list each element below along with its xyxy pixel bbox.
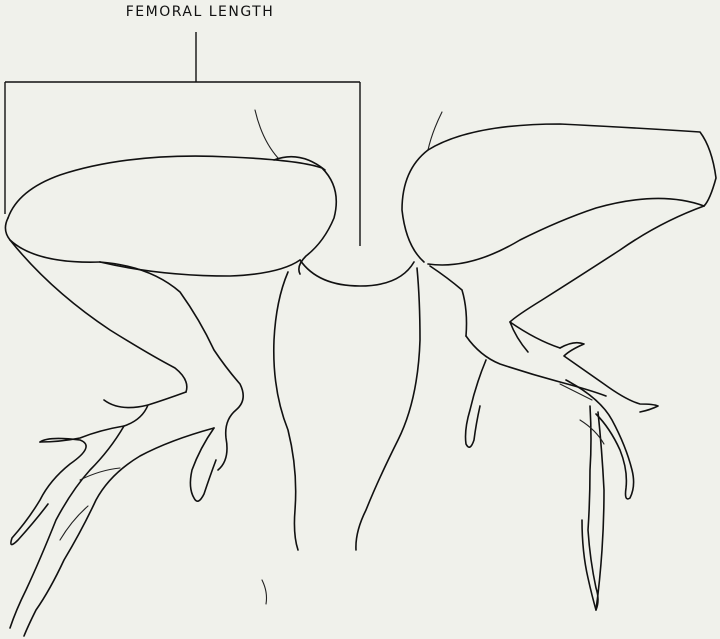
right-toe-4 xyxy=(466,360,487,447)
body-right-edge xyxy=(356,268,420,550)
femoral-length-bracket xyxy=(5,32,360,246)
right-shank-inner xyxy=(510,322,560,352)
left-toe-3 xyxy=(24,428,214,636)
left-foot-main xyxy=(40,392,186,442)
right-thigh-bottom xyxy=(428,198,704,265)
right-toe-1 xyxy=(566,380,634,499)
left-thigh-bottom xyxy=(100,260,300,276)
right-hindlimb xyxy=(402,124,716,610)
left-toe-4 xyxy=(190,428,216,501)
body-outline xyxy=(255,110,442,604)
back-line-left xyxy=(255,110,278,158)
right-toe-2 xyxy=(582,406,598,610)
right-foot-top xyxy=(560,343,658,412)
right-shank-outer xyxy=(430,266,467,336)
left-toe-1 xyxy=(11,438,86,544)
body-left-edge xyxy=(274,272,298,550)
right-thigh-inner xyxy=(402,150,428,262)
right-knee-lower xyxy=(510,206,704,322)
left-hindlimb xyxy=(5,156,336,636)
right-ankle xyxy=(466,336,606,396)
right-thigh-top xyxy=(428,124,716,206)
pelvis-curve xyxy=(300,260,414,286)
left-knee xyxy=(5,218,100,262)
left-thigh-top xyxy=(8,156,336,274)
left-toe-2 xyxy=(10,426,124,628)
tail-tip xyxy=(262,580,267,604)
